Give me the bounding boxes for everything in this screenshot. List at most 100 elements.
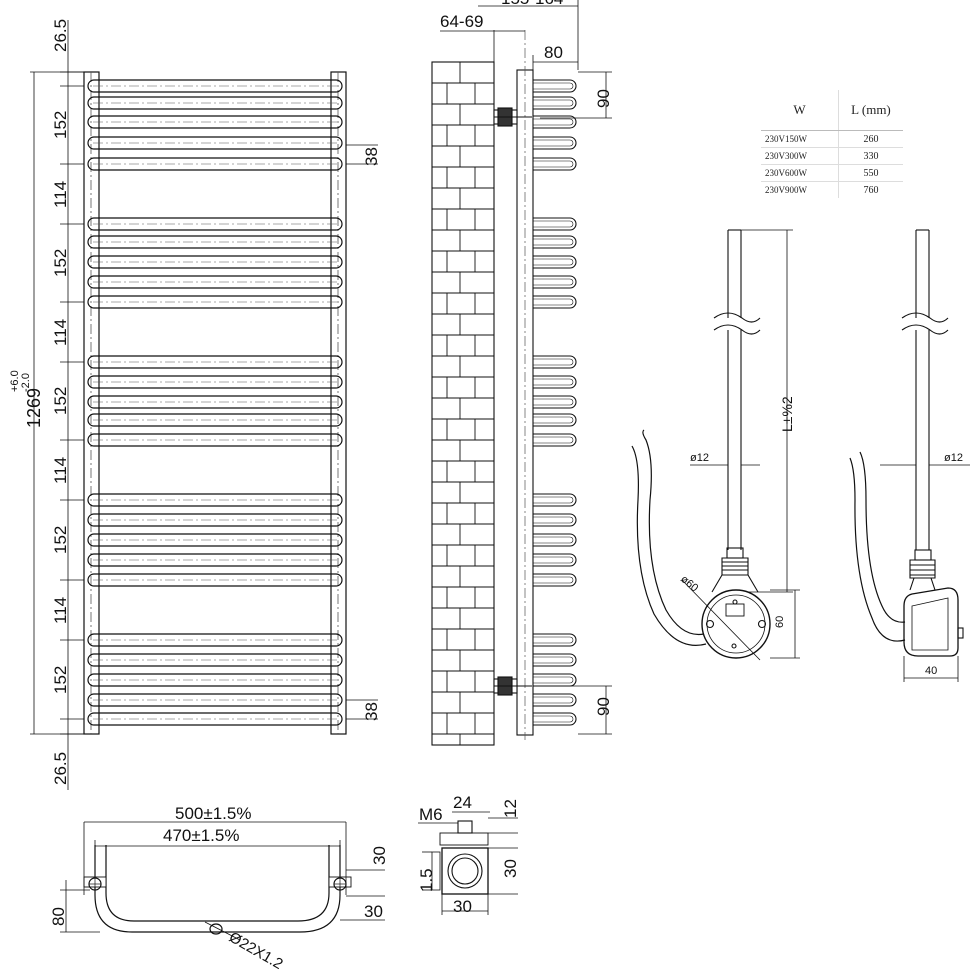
- towel-bar: [87, 633, 343, 647]
- height-tol-plus: +6.0: [9, 370, 21, 392]
- head-diameter-label: ø60: [678, 573, 700, 594]
- spacing-label: 114: [51, 597, 70, 624]
- side-bar: [533, 673, 577, 687]
- overall-depth-label: 155-164: [501, 0, 563, 8]
- bottom-view: [83, 845, 352, 935]
- profile-wall-label: 1.5: [417, 868, 436, 892]
- tube-size-label: Ø22X1.2: [226, 929, 286, 970]
- pitch-top-label: 38: [362, 147, 381, 166]
- towel-bar: [87, 395, 343, 409]
- heater-right-dimensions: [880, 464, 970, 682]
- side-bar: [533, 712, 577, 726]
- spec-length: 760: [837, 181, 903, 198]
- towel-bar: [87, 712, 343, 726]
- height-label: 1269: [24, 388, 44, 428]
- towel-bar: [87, 136, 343, 150]
- spacing-label: 152: [51, 387, 70, 415]
- heater-right-text: ø12 40: [925, 452, 963, 677]
- right-offset-bottom-label: 30: [364, 902, 383, 921]
- wall-bracket-top: [493, 107, 532, 127]
- profile-dimension-text: M6 24 12 1.5 30 30: [417, 793, 520, 916]
- towel-bar: [87, 96, 343, 110]
- side-bar: [533, 295, 577, 309]
- towel-bar: [87, 255, 343, 269]
- side-bar: [533, 96, 577, 110]
- front-bars: [87, 79, 343, 726]
- profile-height-top-label: 12: [501, 799, 520, 818]
- side-bar: [533, 375, 577, 389]
- spec-length: 260: [837, 130, 903, 148]
- side-bar: [533, 533, 577, 547]
- diameter-right-label: ø12: [944, 452, 963, 464]
- wall: [431, 61, 495, 746]
- head-depth-label: 40: [925, 665, 937, 677]
- side-bar: [533, 573, 577, 587]
- spec-power: 230V150W: [761, 130, 839, 148]
- side-bar: [533, 115, 577, 129]
- diameter-left-label: ø12: [690, 452, 709, 464]
- spec-length: 550: [837, 164, 903, 182]
- profile-width-top-label: 24: [453, 793, 472, 812]
- side-bar: [533, 275, 577, 289]
- towel-bar: [87, 553, 343, 567]
- spec-power: 230V300W: [761, 147, 839, 165]
- heater-head-right: [903, 587, 959, 657]
- side-bar: [533, 136, 577, 150]
- side-bar: [533, 513, 577, 527]
- side-bar: [533, 433, 577, 447]
- towel-bar: [87, 157, 343, 171]
- front-dimension-text: 26.5 26.5 1269 +6.0 -2.0 152114152114152…: [9, 19, 381, 785]
- heater-head-left: [701, 589, 771, 659]
- towel-bar: [87, 573, 343, 587]
- towel-bar: [87, 295, 343, 309]
- profile-side-label: 30: [501, 859, 520, 878]
- spec-row: 230V600W 550: [761, 164, 903, 182]
- heater-element-side: [849, 229, 964, 657]
- spec-header-l: L (mm): [837, 90, 903, 131]
- wall-gap-label: 64-69: [440, 12, 483, 31]
- side-bar: [533, 413, 577, 427]
- side-bar: [533, 79, 577, 93]
- side-bar: [533, 693, 577, 707]
- spacing-label: 114: [51, 319, 70, 346]
- side-view: [431, 30, 577, 746]
- top-margin-label: 26.5: [51, 19, 70, 52]
- spacing-label: 114: [51, 181, 70, 208]
- side-bar: [533, 235, 577, 249]
- towel-bar: [87, 79, 343, 93]
- spec-row: 230V300W 330: [761, 147, 903, 165]
- spec-header-w: W: [761, 90, 839, 131]
- profile-detail: [431, 820, 489, 895]
- top-offset-label: 90: [594, 89, 613, 108]
- side-dimensions: [440, 0, 612, 735]
- side-bar: [533, 355, 577, 369]
- towel-bar: [87, 217, 343, 231]
- side-bar: [533, 157, 577, 171]
- profile-bottom-label: 30: [453, 897, 472, 916]
- profile-tube-outer: [447, 853, 483, 889]
- spec-row: 230V150W 260: [761, 130, 903, 148]
- outer-width-label: 500±1.5%: [175, 804, 251, 823]
- right-offset-top-label: 30: [370, 846, 389, 865]
- tube-inner: [105, 845, 330, 922]
- side-bar: [533, 553, 577, 567]
- towel-bar: [87, 693, 343, 707]
- side-dimension-text: 64-69 155-164 80 90 90: [440, 0, 613, 716]
- spacing-label: 152: [51, 526, 70, 554]
- inner-width-label: 470±1.5%: [163, 826, 239, 845]
- towel-bar: [87, 375, 343, 389]
- heater-element-front: [631, 229, 771, 659]
- spec-row: 230V900W 760: [761, 181, 903, 198]
- heater-left-text: L±%2 ø12 ø60 60: [678, 396, 795, 628]
- spec-table: W L (mm) 230V150W 260 230V300W 330 230V6…: [761, 90, 903, 198]
- towel-bar: [87, 653, 343, 667]
- towel-bar: [87, 275, 343, 289]
- length-label: L±%2: [779, 396, 795, 432]
- spacing-label: 114: [51, 457, 70, 484]
- right-post: [330, 71, 347, 735]
- thread-label: M6: [419, 805, 443, 824]
- bracket-depth-label: 80: [544, 43, 563, 62]
- height-tol-minus: -2.0: [20, 373, 32, 392]
- towel-bar: [87, 673, 343, 687]
